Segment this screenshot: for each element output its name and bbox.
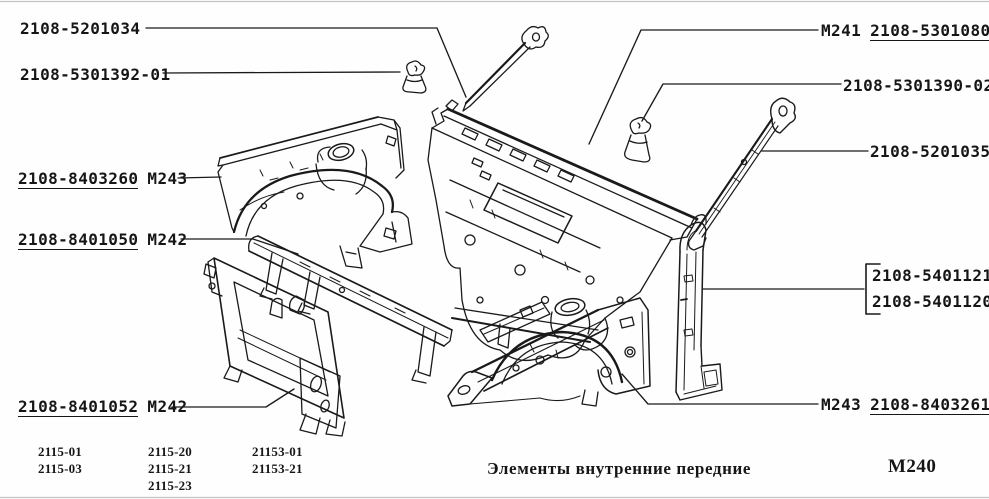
leader-lines	[145, 27, 881, 408]
callout-5401120: 2108-5401120	[872, 293, 989, 310]
leader-5301080	[588, 29, 819, 145]
page-ref-m243: М243	[147, 169, 188, 188]
part-cowl-panel-5301080	[427, 99, 699, 362]
part-crossmember-8401050	[248, 235, 453, 384]
model-code: 21153-01	[252, 444, 303, 459]
callout-8401052: 2108-8401052 М242	[18, 398, 188, 417]
page-title: Элементы внутренние передние	[487, 459, 752, 478]
part-plug-5301392	[402, 60, 427, 94]
page-ref-m242-2: М242	[147, 397, 188, 416]
part-wheelhouse-right-8403261	[447, 297, 651, 407]
part-number-link-8401052[interactable]: 2108-8401052	[18, 397, 139, 417]
part-number-link-8403261[interactable]: 2108-8403261	[870, 395, 989, 415]
part-number-5401121: 2108-5401121	[872, 266, 989, 285]
part-side-bar-5201035	[687, 97, 797, 251]
model-code: 2115-23	[148, 478, 193, 493]
part-plug-5301390	[624, 116, 652, 163]
callout-5301390: 2108-5301390-02	[843, 77, 989, 94]
leader-8403261	[621, 373, 819, 405]
callout-5301392: 2108-5301392-01	[20, 66, 171, 83]
page-ref-m241: М241	[821, 21, 862, 40]
part-number-5301392: 2108-5301392-01	[20, 65, 171, 84]
leader-5301392	[162, 71, 401, 74]
part-front-pillar-5401121	[675, 214, 723, 401]
callout-8403260: 2108-8403260 М243	[18, 170, 188, 189]
part-number-5201034: 2108-5201034	[20, 19, 141, 38]
callout-8401050: 2108-8401050 М242	[18, 231, 188, 250]
part-number-link-8403260[interactable]: 2108-8403260	[18, 169, 139, 189]
callout-5201035: 2108-5201035	[870, 143, 989, 160]
part-number-link-5301080[interactable]: 2108-5301080	[870, 21, 989, 41]
page-ref-m243-2: М243	[821, 395, 862, 414]
leader-5301390	[641, 83, 842, 122]
model-code: 2115-01	[38, 444, 83, 459]
model-code: 2115-03	[38, 461, 83, 476]
part-number-5401120: 2108-5401120	[872, 292, 989, 311]
part-number-5201035: 2108-5201035	[870, 142, 989, 161]
page-code: М240	[888, 456, 937, 477]
part-rod-5201034	[462, 25, 549, 112]
part-radiator-frame-8401052	[203, 257, 346, 437]
model-code: 2115-20	[148, 444, 193, 459]
part-number-link-8401050[interactable]: 2108-8401050	[18, 230, 139, 250]
leader-5201034	[145, 27, 467, 98]
model-code: 21153-21	[252, 461, 303, 476]
callout-8403261: М243 2108-8403261	[821, 396, 989, 415]
leader-8401052	[171, 388, 295, 408]
model-code: 2115-21	[148, 461, 193, 476]
page-ref-m242: М242	[147, 230, 188, 249]
part-wheelhouse-left-8403260	[217, 116, 413, 269]
bracket-5401121-5401120	[865, 263, 881, 315]
callout-5301080: М241 2108-5301080	[821, 22, 989, 41]
callout-5201034: 2108-5201034	[20, 20, 140, 37]
callout-5401121: 2108-5401121	[872, 267, 989, 284]
part-number-5301390: 2108-5301390-02	[843, 76, 989, 95]
leader-8403260	[177, 176, 222, 179]
